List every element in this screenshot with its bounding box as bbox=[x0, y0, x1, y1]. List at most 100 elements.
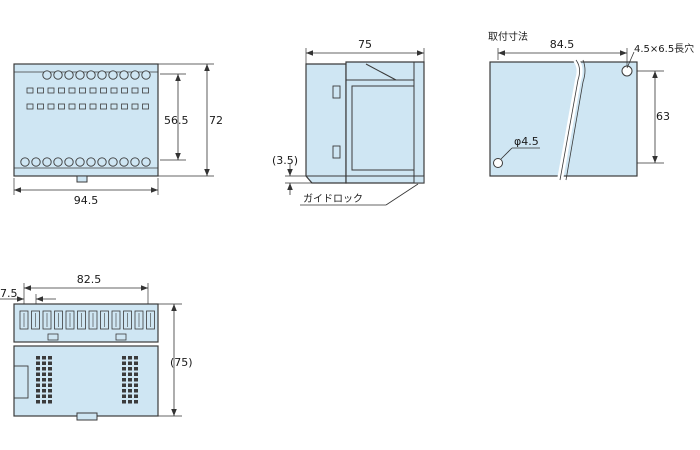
terminal-slot bbox=[146, 310, 155, 330]
mounting-view: 取付寸法 84.5 63 4.5×6.5長穴 φ4.5 bbox=[488, 30, 694, 181]
terminal-screw-icon bbox=[64, 157, 74, 167]
terminal-screw-icon bbox=[130, 70, 140, 80]
top-terminal-screws bbox=[19, 310, 155, 330]
connector-pin bbox=[128, 394, 132, 398]
connector-pin bbox=[48, 400, 52, 404]
connector-pin bbox=[128, 367, 132, 371]
terminal-slot bbox=[65, 310, 75, 330]
connector-pin bbox=[122, 356, 126, 360]
led-indicator bbox=[26, 103, 34, 110]
terminal-slot bbox=[31, 310, 40, 330]
connector-pin bbox=[48, 367, 52, 371]
led-indicator bbox=[100, 103, 107, 110]
terminal-slot bbox=[77, 310, 86, 330]
connector-pin bbox=[134, 367, 138, 371]
connector-pin bbox=[128, 378, 132, 382]
led-indicator bbox=[79, 87, 86, 94]
connector-pin bbox=[122, 389, 126, 393]
led-indicator bbox=[121, 87, 128, 94]
connector-pin bbox=[122, 367, 126, 371]
connector-pin bbox=[128, 389, 132, 393]
front-height-label: 72 bbox=[209, 114, 223, 127]
mounting-title: 取付寸法 bbox=[488, 30, 528, 43]
connector-pin bbox=[134, 383, 138, 387]
connector-pin bbox=[122, 378, 126, 382]
connector-pin bbox=[128, 372, 132, 376]
side-body bbox=[305, 63, 347, 184]
top-terminal-block bbox=[13, 303, 159, 343]
terminal-screw-icon bbox=[141, 157, 151, 167]
connector-pin bbox=[42, 361, 46, 365]
front-view: 94.5 72 56.5 bbox=[13, 63, 223, 207]
connector-pin bbox=[36, 372, 40, 376]
connector-pin bbox=[42, 372, 46, 376]
terminal-slot bbox=[100, 310, 109, 330]
connector-pin bbox=[122, 372, 126, 376]
front-body bbox=[13, 63, 159, 177]
connector-pin bbox=[134, 372, 138, 376]
terminal-screw-icon bbox=[42, 70, 52, 80]
connector-pin bbox=[48, 389, 52, 393]
led-indicator bbox=[89, 87, 97, 94]
led-indicator bbox=[58, 103, 65, 110]
led-indicator bbox=[131, 87, 139, 94]
terminal-slot bbox=[54, 310, 63, 330]
led-indicator bbox=[47, 103, 55, 110]
led-indicator bbox=[68, 103, 76, 110]
led-indicator bbox=[37, 103, 44, 110]
led-indicator bbox=[68, 87, 76, 94]
connector-pin bbox=[134, 356, 138, 360]
connector-pin bbox=[134, 394, 138, 398]
led-indicator bbox=[142, 87, 149, 94]
terminal-screw-icon bbox=[86, 157, 96, 167]
terminal-screw-icon bbox=[119, 70, 129, 80]
terminal-slot bbox=[134, 310, 144, 330]
connector-pin bbox=[48, 372, 52, 376]
connector-pin bbox=[128, 356, 132, 360]
led-indicator bbox=[26, 87, 34, 94]
terminal-slot bbox=[123, 310, 132, 330]
led-indicator bbox=[110, 103, 118, 110]
front-din-latch bbox=[76, 175, 88, 183]
side-depth-label: 75 bbox=[358, 38, 372, 51]
top-offset-label: 7.5 bbox=[0, 287, 18, 300]
connector-pin bbox=[36, 378, 40, 382]
terminal-screw-icon bbox=[42, 157, 52, 167]
guide-lock-label: ガイドロック bbox=[303, 193, 363, 205]
terminal-screw-icon bbox=[53, 157, 63, 167]
front-top-terminals bbox=[42, 70, 151, 80]
led-indicator bbox=[58, 87, 65, 94]
connector-pin bbox=[36, 361, 40, 365]
connector-pin bbox=[36, 389, 40, 393]
connector-pin bbox=[36, 394, 40, 398]
slot-hole-label: 4.5×6.5長穴 bbox=[634, 42, 694, 55]
connector-pin bbox=[42, 400, 46, 404]
connector-pin bbox=[122, 361, 126, 365]
connector-pin bbox=[122, 394, 126, 398]
front-width-label: 94.5 bbox=[74, 194, 99, 207]
terminal-screw-icon bbox=[20, 157, 30, 167]
led-indicator bbox=[37, 87, 44, 94]
connector-pin bbox=[42, 356, 46, 360]
front-leds bbox=[26, 87, 149, 110]
connector-pin bbox=[48, 383, 52, 387]
terminal-screw-icon bbox=[108, 70, 118, 80]
front-pitch-label: 56.5 bbox=[164, 114, 189, 127]
connector-pin bbox=[128, 361, 132, 365]
terminal-screw-icon bbox=[86, 70, 96, 80]
connector-pin bbox=[134, 400, 138, 404]
connector-pin bbox=[134, 378, 138, 382]
connector-pin bbox=[36, 356, 40, 360]
top-depth-label: (75) bbox=[170, 356, 193, 369]
connector-pin bbox=[48, 361, 52, 365]
connector-pin bbox=[42, 367, 46, 371]
terminal-screw-icon bbox=[108, 157, 118, 167]
connector-pin bbox=[128, 400, 132, 404]
top-connector-grids bbox=[36, 356, 138, 404]
connector-pin bbox=[36, 383, 40, 387]
terminal-screw-icon bbox=[119, 157, 129, 167]
front-bottom-terminals bbox=[20, 157, 151, 167]
terminal-screw-icon bbox=[97, 70, 107, 80]
connector-pin bbox=[48, 394, 52, 398]
